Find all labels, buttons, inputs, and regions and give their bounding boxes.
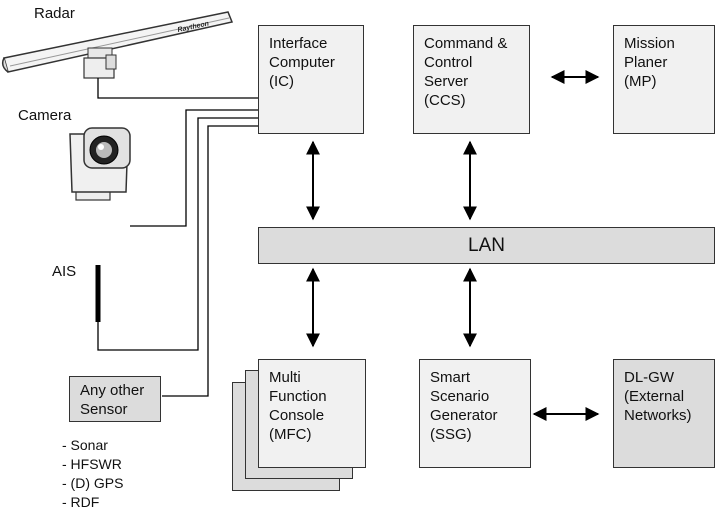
other-sensor-box: Any other Sensor [69, 376, 161, 422]
sensor-list-item-gps: - (D) GPS [62, 475, 124, 491]
ais-label: AIS [52, 263, 77, 280]
interface-computer-box: Interface Computer (IC) [258, 25, 364, 134]
camera-icon [69, 127, 131, 201]
lan-bar: LAN [258, 227, 715, 264]
multi-function-console-box: Multi Function Console (MFC) [258, 359, 366, 468]
radar-antenna-icon: Raytheon [1, 11, 234, 79]
other-sensor-list: - Sonar - HFSWR - (D) GPS - RDF [62, 436, 123, 512]
sensor-list-item-hfswr: - HFSWR [62, 456, 122, 472]
smart-scenario-generator-box: Smart Scenario Generator (SSG) [419, 359, 531, 468]
sensor-list-item-sonar: - Sonar [62, 437, 108, 453]
peer-arrows [532, 70, 600, 421]
radar-label: Radar [34, 5, 75, 22]
sensor-wires [97, 78, 258, 397]
mission-planer-box: Mission Planer (MP) [613, 25, 715, 134]
command-control-server-box: Command & Control Server (CCS) [413, 25, 530, 134]
data-link-gateway-box: DL-GW (External Networks) [613, 359, 715, 468]
sensor-list-item-rdf: - RDF [62, 494, 100, 510]
camera-label: Camera [18, 107, 72, 124]
lan-arrows [306, 140, 477, 348]
